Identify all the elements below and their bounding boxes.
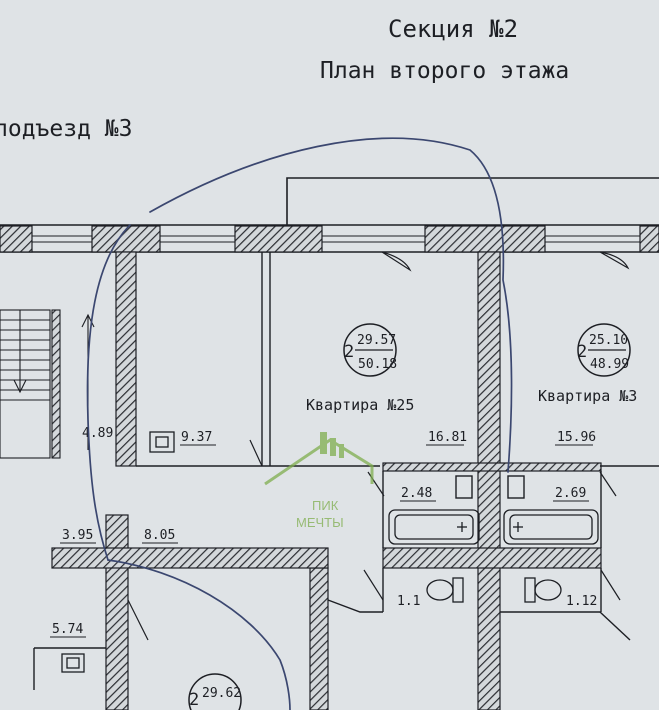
watermark-text: ПИК	[312, 498, 339, 513]
room-area: 15.96	[557, 430, 596, 445]
staircase	[0, 309, 95, 459]
partitions	[33, 252, 659, 690]
room-area: 2.69	[555, 486, 586, 501]
room-area: 4.89	[82, 426, 113, 441]
total-area: 48.99	[590, 357, 629, 372]
total-area: 50.18	[358, 357, 397, 372]
watermark-text: МЕЧТЫ	[296, 515, 344, 530]
apartment-badge: 2 29.57 50.18	[343, 323, 397, 377]
room-area-labels: 4.89 9.37 16.81 15.96 2.48 2.69 1.1 1.12…	[50, 426, 597, 638]
doors	[127, 251, 630, 641]
watermark-logo: ПИК МЕЧТЫ	[264, 432, 374, 530]
toilet-icon	[426, 577, 562, 603]
room-area: 2.48	[401, 486, 432, 501]
room-area: 5.74	[52, 622, 83, 637]
bathtub-icon	[388, 509, 599, 545]
balcony-outline	[286, 177, 659, 226]
pen-markings	[86, 137, 513, 710]
stove-icon	[61, 431, 175, 673]
apartment-badge: 2 25.10 48.99	[577, 323, 631, 377]
apartment-name: Квартира №25	[306, 396, 414, 414]
floor-plan-title: План второго этажа	[320, 58, 569, 84]
room-area: 3.95	[62, 528, 93, 543]
room-area: 9.37	[181, 430, 212, 445]
room-area: 1.1	[397, 594, 420, 609]
apartment-name: Квартира №3	[538, 387, 637, 405]
sink-icon	[455, 475, 525, 499]
rooms-count: 2	[189, 690, 199, 710]
rooms-count: 2	[577, 342, 587, 362]
bearing-walls	[51, 251, 602, 710]
facade-piers	[0, 225, 659, 253]
apartment-badge: 2 29.62	[188, 673, 242, 710]
room-area: 8.05	[144, 528, 175, 543]
living-area: 29.62	[202, 686, 241, 701]
room-area: 16.81	[428, 430, 467, 445]
living-area: 29.57	[357, 333, 396, 348]
living-area: 25.10	[589, 333, 628, 348]
entrance-title: подъезд №3	[0, 116, 132, 142]
rooms-count: 2	[344, 342, 354, 362]
windows	[32, 235, 640, 243]
room-area: 1.12	[566, 594, 597, 609]
section-title: Секция №2	[388, 15, 518, 43]
